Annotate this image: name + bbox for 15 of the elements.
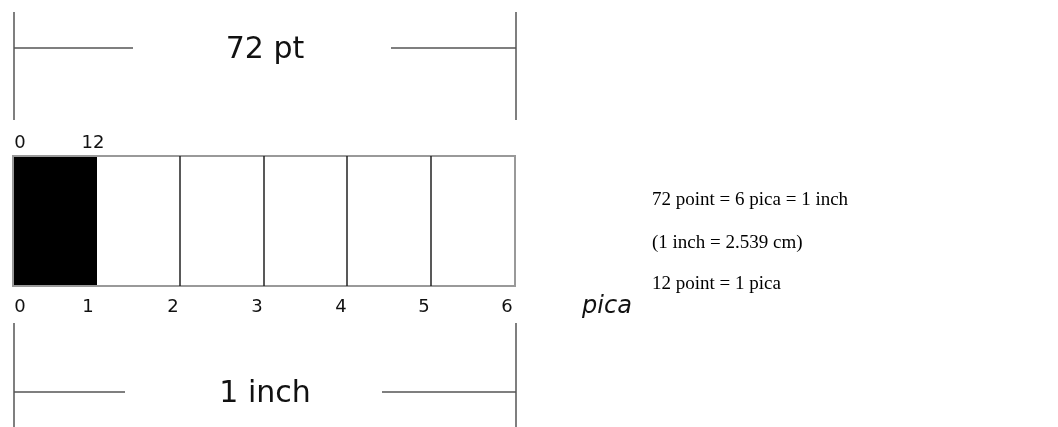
scale-number: 5 <box>418 297 430 315</box>
scale-number: 6 <box>501 297 513 315</box>
note-text: 12 point = 1 pica <box>652 272 781 292</box>
scale-number: 4 <box>335 297 347 315</box>
note-text: (1 inch = 2.539 cm) <box>652 231 803 251</box>
unit-label: pica <box>582 293 632 317</box>
scale-number: 0 <box>14 133 26 151</box>
scale-number: 12 <box>81 133 105 151</box>
scale-number: 0 <box>14 297 26 315</box>
scale-number: 1 <box>82 297 94 315</box>
note-text: 72 point = 6 pica = 1 inch <box>652 188 849 208</box>
dimension-label: 72 pt <box>225 33 305 63</box>
scale-number: 2 <box>167 297 179 315</box>
dimension-label: 1 inch <box>219 377 311 407</box>
scale-number: 3 <box>251 297 263 315</box>
